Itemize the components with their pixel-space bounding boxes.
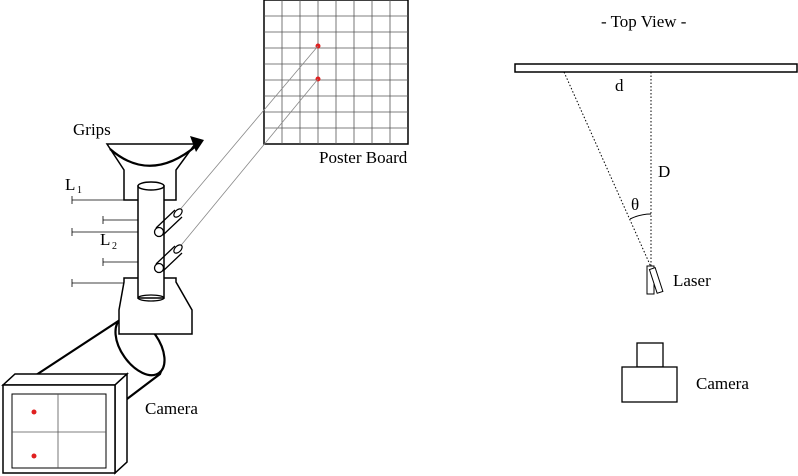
top-view-camera-lens	[636, 342, 664, 368]
screen-dot-lower	[31, 453, 37, 459]
laser-beam-lower	[177, 78, 319, 250]
screen-dot-upper	[31, 409, 37, 415]
camera-body-side	[114, 372, 128, 475]
poster-board-grid	[264, 0, 408, 144]
poster-board	[263, 0, 409, 145]
length-guide-lines	[71, 196, 138, 287]
top-view-title: - Top View -	[601, 12, 687, 31]
camera-left-label: Camera	[145, 399, 198, 418]
theta-arc	[629, 213, 652, 220]
specimen-cylinder	[137, 185, 165, 299]
laser-label: Laser	[673, 271, 711, 290]
l2-label: L	[100, 230, 110, 249]
l1-subscript: 1	[77, 185, 82, 196]
d-label: d	[615, 76, 624, 95]
camera-left	[1, 315, 166, 475]
top-view-laser	[646, 265, 664, 295]
top-view-camera-body	[621, 366, 678, 403]
camera-screen-grid	[12, 394, 106, 468]
specimen-top	[137, 181, 165, 191]
poster-board-label: Poster Board	[319, 148, 408, 167]
laser-beam-upper	[177, 45, 319, 213]
camera-right-label: Camera	[696, 374, 749, 393]
laser-pointer-lower	[153, 244, 183, 274]
top-view-camera	[621, 342, 678, 403]
laser-pointer-upper	[153, 208, 183, 238]
D-label: D	[658, 162, 670, 181]
line-hypotenuse	[563, 71, 652, 268]
rotation-arrowhead	[190, 136, 204, 152]
specimen-bottom	[137, 294, 165, 302]
l2-subscript: 2	[112, 241, 117, 252]
theta-label: θ	[631, 195, 639, 214]
camera-body-top	[1, 373, 129, 386]
grips-label: Grips	[73, 120, 111, 139]
rotation-arrow-icon	[109, 145, 197, 167]
l1-label: L	[65, 175, 75, 194]
camera-screen	[11, 393, 107, 469]
top-view-board	[514, 63, 798, 73]
grips-assembly	[71, 136, 204, 335]
